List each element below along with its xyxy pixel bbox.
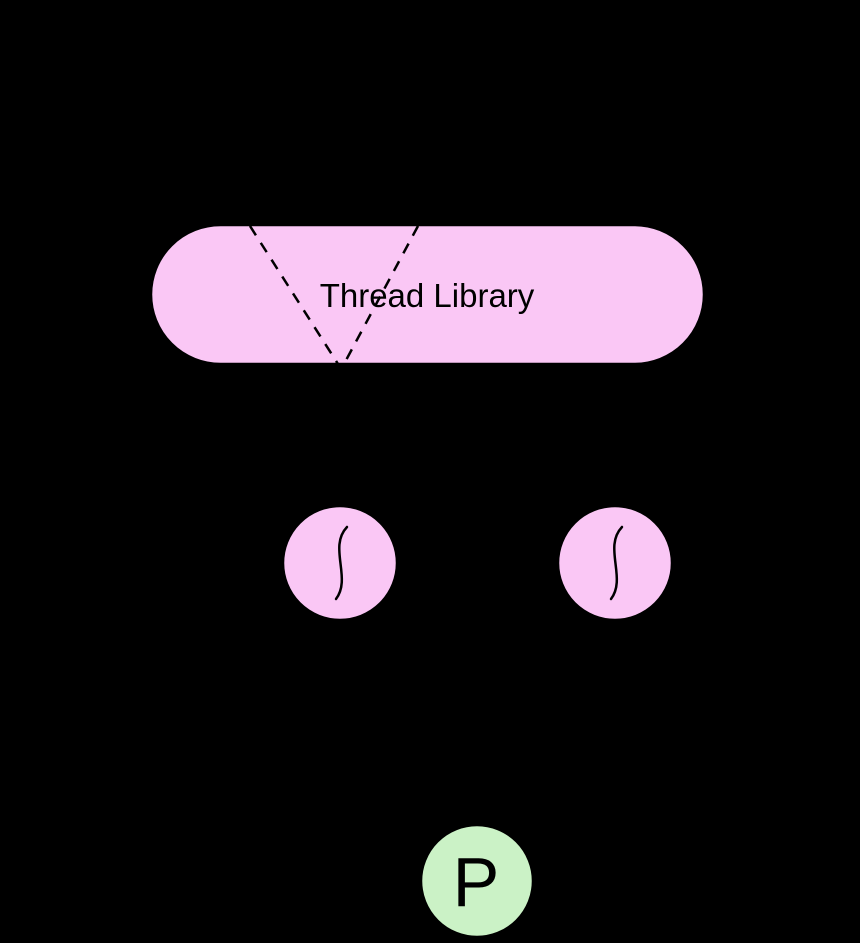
thread-library-pill — [149, 223, 706, 366]
thread-wave-icon — [334, 525, 349, 601]
processor-circle — [419, 823, 535, 939]
mapping-dashed-line-left — [248, 225, 340, 365]
processor-label: P — [453, 843, 500, 921]
thread-library-label: Thread Library — [320, 277, 535, 314]
thread-wave-icon — [609, 525, 624, 601]
mapping-dashed-line-right — [342, 225, 420, 365]
